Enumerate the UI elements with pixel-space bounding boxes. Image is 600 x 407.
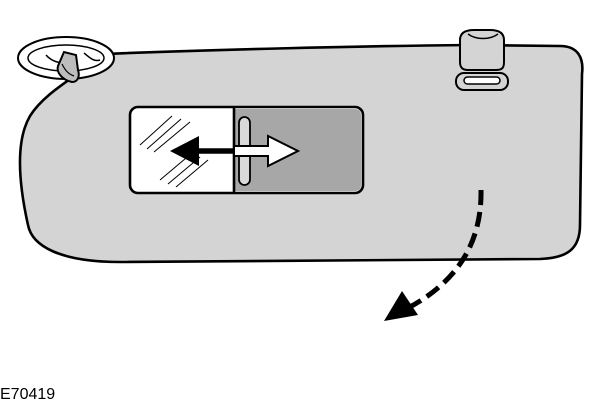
- figure-code: E70419: [0, 386, 56, 403]
- rotate-down-arrow-icon: [384, 189, 484, 321]
- visor-mount-icon: [17, 36, 115, 84]
- arrow-right-icon: [233, 134, 301, 168]
- arrow-left-icon: [170, 136, 234, 166]
- visor-clip-icon: [455, 29, 509, 91]
- mirror-reflection-lines: [139, 115, 209, 188]
